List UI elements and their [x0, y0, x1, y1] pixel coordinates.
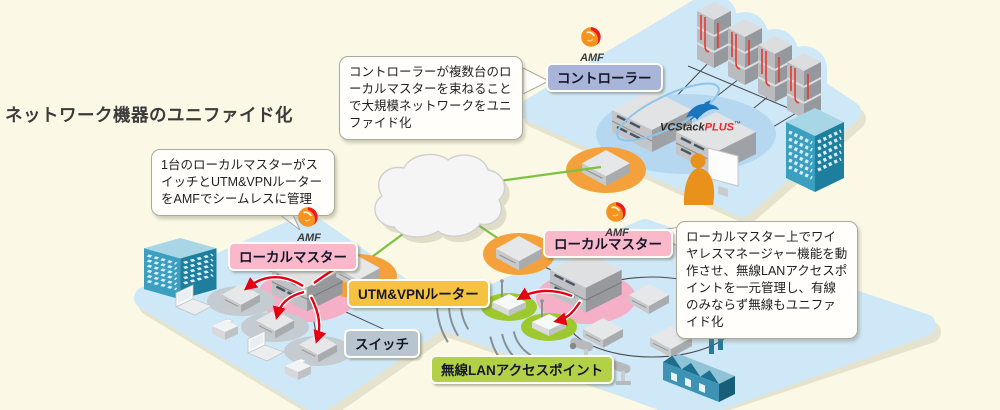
amf-logo: AMF — [277, 204, 341, 244]
amf-flame-icon — [581, 27, 601, 47]
server-rack — [696, 1, 732, 69]
vcstack-logo-text: VCStackPLUS™ — [660, 121, 780, 134]
server-rack — [727, 18, 763, 86]
amf-logo-text: AMF — [605, 227, 629, 239]
label-local-master-right: ローカルマスター — [543, 229, 673, 258]
callout-local-master-right: ローカルマスター上でワイヤレスマネージャー機能を動作させ、無線LANアクセスポイ… — [676, 221, 858, 339]
label-local-master-left: ローカルマスター — [228, 242, 358, 271]
amf-arrows-right — [516, 287, 583, 326]
callout-local-master-left: 1台のローカルマスターがスイッチとUTM&VPNルーターをAMFでシームレスに管… — [151, 149, 335, 216]
cloud — [374, 153, 510, 243]
operator-monitor — [707, 147, 739, 197]
amf-logo: AMF — [585, 199, 649, 239]
amf-flame-icon — [298, 207, 318, 227]
amf-logo: AMF — [560, 24, 624, 64]
amf-logo-text: AMF — [580, 52, 604, 64]
label-wireless-lan-ap: 無線LANアクセスポイント — [430, 355, 615, 384]
label-controller: コントローラー — [546, 63, 663, 92]
page-title: ネットワーク機器のユニファイド化 — [5, 105, 293, 125]
vcstack-tm-mark: ™ — [733, 121, 741, 128]
vcstack-word: VCStack — [660, 121, 705, 134]
controller-zone — [566, 0, 846, 205]
label-switch: スイッチ — [344, 329, 420, 358]
server-rack — [757, 35, 793, 103]
amf-flame-icon — [606, 202, 626, 222]
amf-logo-text: AMF — [297, 232, 321, 244]
vcstack-plus-word: PLUS — [704, 121, 734, 134]
callout-controller: コントローラーが複数台のローカルマスターを束ねることで大規模ネットワークをユニフ… — [339, 56, 523, 140]
office-building — [144, 238, 217, 299]
vcstack-plus-logo: VCStackPLUS™ — [660, 100, 780, 134]
vcstack-shark-icon — [686, 100, 719, 121]
label-utm-vpn-router: UTM&VPNルーター — [347, 279, 490, 308]
office-building — [784, 106, 846, 194]
operator-person — [683, 153, 715, 205]
vcstack-link-loop — [616, 82, 720, 142]
